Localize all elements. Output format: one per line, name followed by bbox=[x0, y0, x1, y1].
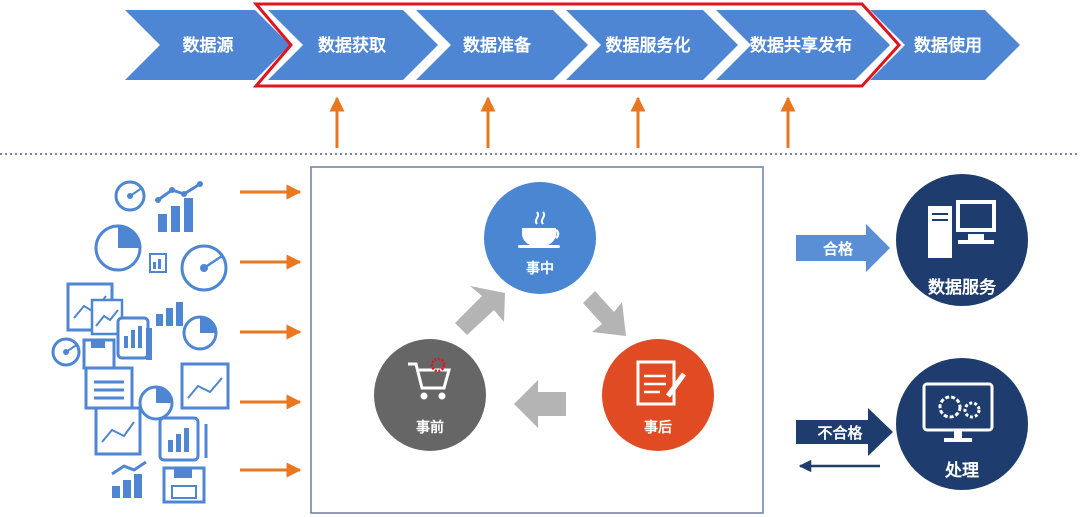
step-label-5: 数据使用 bbox=[914, 35, 982, 56]
flow-arrow-middle-to-after bbox=[583, 291, 626, 336]
step-label-3: 数据服务化 bbox=[606, 35, 691, 56]
data-source-icons bbox=[51, 180, 230, 504]
text-document-icon bbox=[84, 366, 134, 410]
upward-arrows bbox=[329, 96, 796, 148]
step-label-1: 数据获取 bbox=[318, 35, 386, 56]
pencil-icon bbox=[146, 328, 152, 360]
chevron-data-sharing bbox=[716, 10, 890, 80]
stage-middle-label: 事中 bbox=[526, 260, 554, 277]
tablet-icon bbox=[158, 416, 208, 462]
handling-circle bbox=[896, 358, 1028, 490]
chevron-data-servicing bbox=[566, 10, 738, 80]
flow-arrow-before-to-middle bbox=[455, 286, 505, 335]
chevron-data-acquisition bbox=[268, 10, 438, 80]
floppy-disk-icon bbox=[162, 466, 206, 504]
disc-icon bbox=[180, 244, 228, 292]
bar-chart-icon bbox=[155, 181, 203, 232]
step-label-4: 数据共享发布 bbox=[750, 35, 852, 56]
server-icon bbox=[928, 200, 996, 258]
tablet-icon bbox=[116, 316, 150, 360]
step-label-2: 数据准备 bbox=[463, 35, 532, 56]
disc-icon bbox=[114, 180, 146, 212]
pie-chart-icon bbox=[138, 385, 174, 421]
highlight-frame-inner bbox=[260, 6, 896, 84]
pie-chart-icon bbox=[182, 315, 218, 351]
bar-chart-icon bbox=[156, 302, 183, 326]
chevron-data-preparation bbox=[416, 10, 588, 80]
stage-before-circle bbox=[374, 339, 486, 451]
chevron-data-source bbox=[125, 10, 290, 80]
pass-arrow bbox=[796, 224, 890, 272]
report-document-icon bbox=[180, 362, 230, 410]
stage-after-label: 事后 bbox=[644, 419, 672, 436]
data-service-label: 数据服务 bbox=[928, 277, 997, 298]
chevron-data-usage bbox=[870, 10, 1020, 80]
highlight-frame bbox=[252, 2, 902, 88]
pass-label: 合格 bbox=[822, 240, 854, 258]
report-document-icon bbox=[149, 253, 167, 273]
step-label-0: 数据源 bbox=[183, 35, 234, 56]
cycle-flow-arrows bbox=[455, 286, 626, 428]
inbound-arrows bbox=[240, 184, 302, 478]
shopping-cart-icon bbox=[408, 357, 451, 400]
stage-before-label: 事前 bbox=[416, 419, 444, 436]
floppy-disk-icon bbox=[82, 338, 116, 370]
coffee-cup-icon bbox=[518, 211, 560, 248]
pipeline-chevrons bbox=[125, 10, 1020, 80]
stage-after-circle bbox=[602, 339, 714, 451]
handling-label: 处理 bbox=[944, 460, 979, 481]
bar-chart-icon bbox=[111, 460, 147, 498]
flow-arrow-after-to-before bbox=[514, 380, 566, 428]
monitor-gears-icon bbox=[922, 382, 994, 442]
pie-chart-icon bbox=[94, 224, 142, 272]
fail-arrow bbox=[796, 408, 893, 456]
fail-label: 不合格 bbox=[817, 424, 863, 442]
document-edit-icon bbox=[636, 360, 687, 406]
report-document-icon bbox=[94, 406, 142, 456]
disc-icon bbox=[51, 337, 81, 367]
